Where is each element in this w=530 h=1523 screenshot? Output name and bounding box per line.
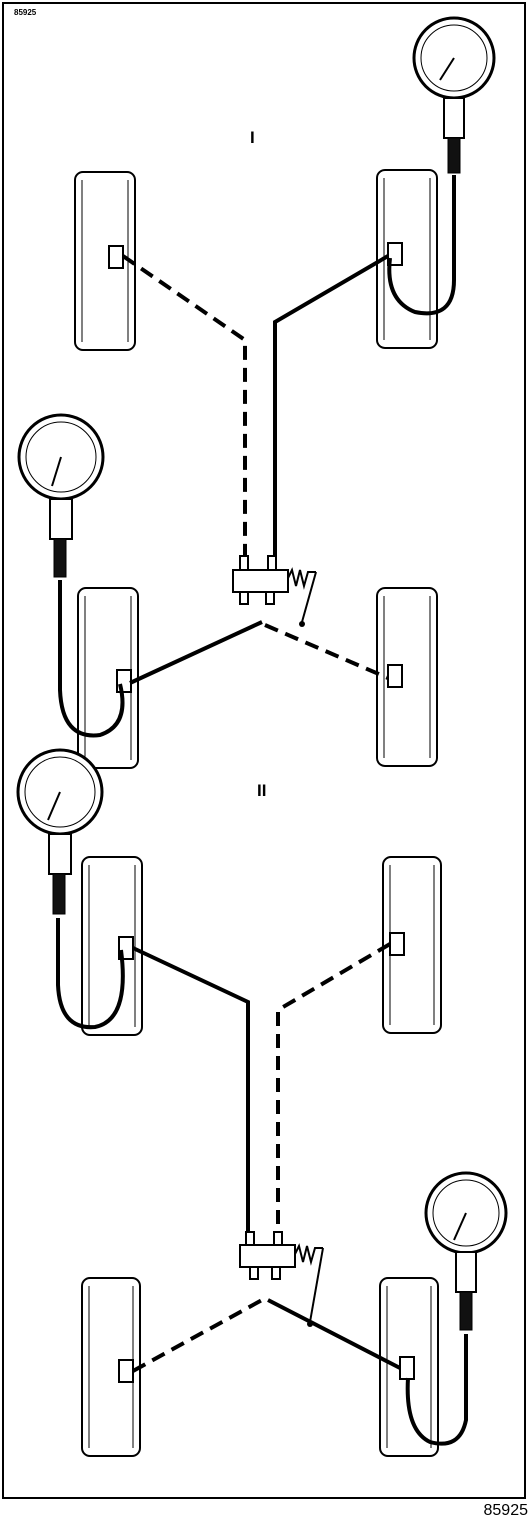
compensator-valve-ii [239,1231,324,1327]
brake-line-solid-front [273,254,390,555]
figure-number: 85925 [483,1502,529,1519]
brake-line-solid-rear [129,620,263,685]
pressure-gauge-front-left [16,748,125,1030]
brake-line-dashed-front [121,254,247,555]
caliper-front-left [108,245,124,269]
wheel-front-left [74,171,136,351]
reference-code: 85925 [14,8,37,17]
configuration-label-ii: II [257,781,267,800]
pressure-gauge-rear-left [17,413,125,738]
brake-line-dashed-front [276,942,392,1232]
compensator-valve-i [232,555,317,627]
configuration-ii [16,748,508,1457]
wheel-rear-right [376,587,438,767]
pressure-gauge-front-right [387,16,496,316]
brake-line-dashed-rear [132,1298,263,1373]
configuration-i [17,16,496,769]
caliper-rear-right [399,1356,415,1380]
figure-frame [2,2,526,1499]
brake-line-dashed-rear [264,623,389,680]
configuration-label-i: I [250,128,255,147]
wheel-front-left [81,856,143,1036]
wheel-front-right [376,169,438,349]
caliper-front-right [389,932,405,956]
caliper-rear-left [118,1359,134,1383]
pressure-gauge-rear-right [405,1171,508,1446]
brake-line-solid-rear [267,1298,401,1370]
brake-line-solid-front [132,946,250,1232]
caliper-rear-right [387,664,403,688]
